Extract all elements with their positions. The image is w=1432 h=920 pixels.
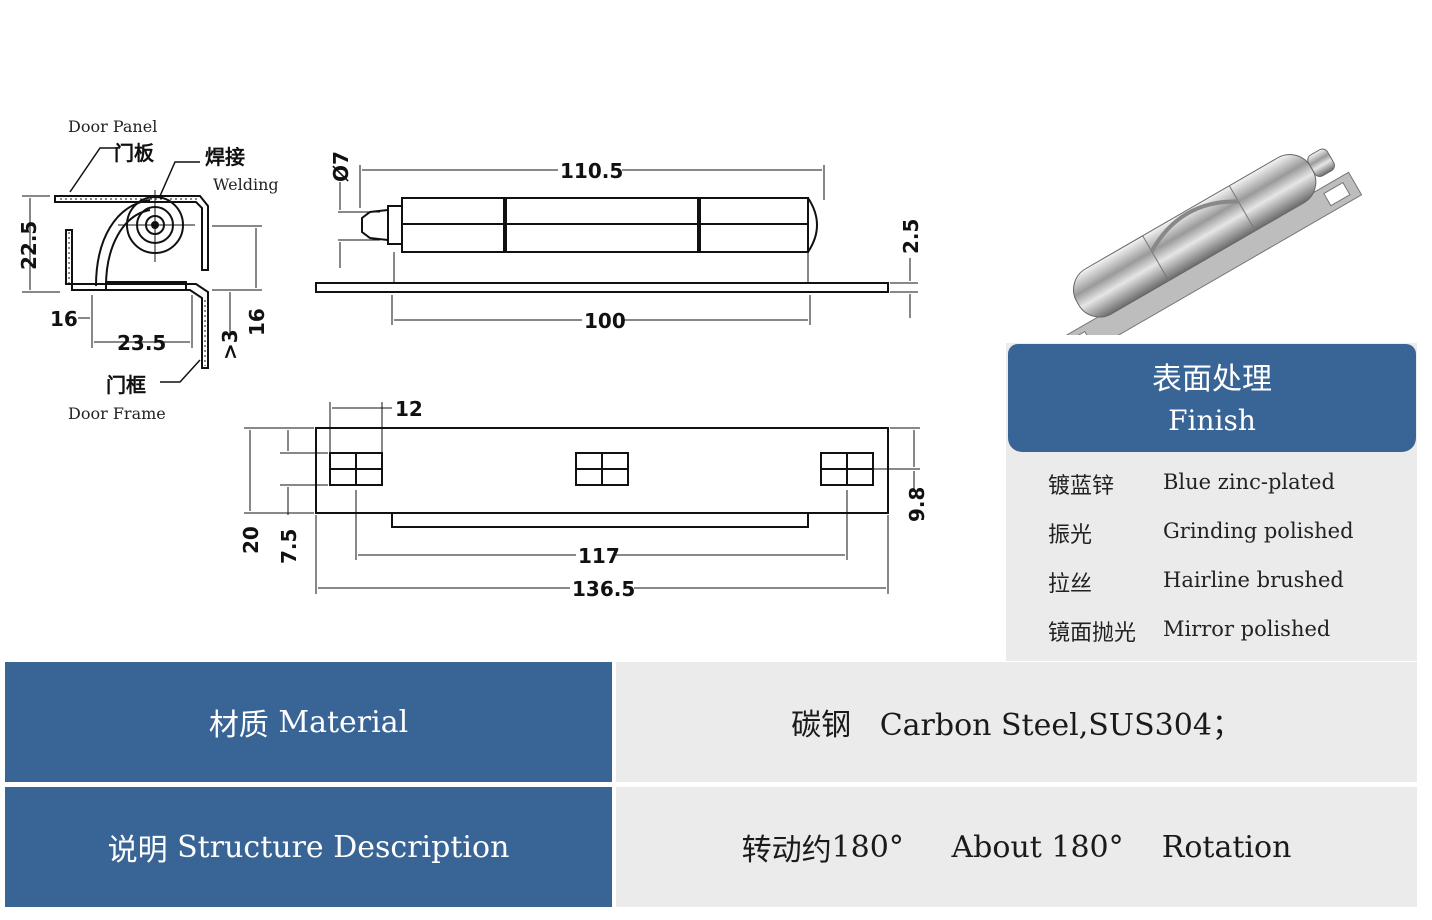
finish-item-en: Hairline brushed (1163, 568, 1344, 592)
technical-drawing: Door Panel 门板 焊接 Welding 门框 Door Frame 2… (17, 117, 929, 601)
finish-item-cn: 振光 (1048, 523, 1093, 548)
material-label-en: Material (268, 704, 409, 740)
dim-front-2-5: 2.5 (899, 219, 923, 254)
finish-item-cn: 拉丝 (1048, 572, 1093, 597)
material-value-en: Carbon Steel,SUS304； (851, 708, 1242, 743)
finish-item-en: Blue zinc-plated (1163, 470, 1335, 494)
dim-front-diameter: Ø7 (329, 151, 353, 182)
finish-item: 振光 Grinding polished (1008, 511, 1416, 551)
material-label-cell: 材质 Material (5, 662, 612, 782)
plan-view-drawing (244, 402, 920, 594)
material-value-cn: 碳钢 (791, 708, 852, 743)
dim-plan-9-8: 9.8 (905, 487, 929, 522)
material-label-cn: 材质 (208, 708, 269, 743)
dim-side-height: 22.5 (17, 221, 41, 270)
dim-side-16-left: 16 (50, 307, 78, 331)
structure-value-cn: 转动约 (741, 833, 832, 868)
finish-item: 拉丝 Hairline brushed (1008, 560, 1416, 600)
finish-item-en: Mirror polished (1163, 617, 1331, 641)
structure-value-en: 180° About 180° Rotation (831, 829, 1292, 865)
structure-label-cell: 说明 Structure Description (5, 787, 612, 907)
finish-title-cn: 表面处理 (1152, 362, 1272, 397)
product-photo (1053, 148, 1363, 335)
dim-side-gt3: >3 (218, 329, 242, 360)
dim-front-100: 100 (584, 309, 626, 333)
finish-item: 镀蓝锌 Blue zinc-plated (1008, 462, 1416, 502)
door-panel-label: Door Panel (68, 117, 157, 136)
dim-side-23-5: 23.5 (117, 331, 166, 355)
finish-header: 表面处理 Finish (1008, 344, 1416, 452)
finish-title-en: Finish (1168, 404, 1256, 437)
welding-cn-label: 焊接 (205, 145, 245, 169)
door-panel-cn-label: 门板 (114, 141, 155, 165)
dim-front-110-5: 110.5 (560, 159, 623, 183)
finish-item-cn: 镀蓝锌 (1048, 474, 1115, 499)
dim-side-16-right: 16 (245, 308, 269, 336)
door-frame-label: Door Frame (68, 404, 166, 423)
structure-value-cell: 转动约 180° About 180° Rotation (616, 787, 1417, 907)
dim-plan-7-5: 7.5 (277, 529, 301, 564)
welding-label: Welding (213, 175, 279, 194)
finish-item-en: Grinding polished (1163, 519, 1354, 543)
structure-label-cn: 说明 (107, 833, 168, 868)
finish-item-cn: 镜面抛光 (1048, 621, 1137, 646)
structure-label-en: Structure Description (167, 829, 510, 865)
material-value-cell: 碳钢 Carbon Steel,SUS304； (616, 662, 1417, 782)
dim-plan-20: 20 (239, 526, 263, 554)
dim-plan-12: 12 (395, 397, 423, 421)
finish-item: 镜面抛光 Mirror polished (1008, 609, 1416, 649)
side-view-drawing (22, 147, 262, 383)
front-view-drawing (315, 165, 918, 325)
door-frame-cn-label: 门框 (106, 373, 146, 397)
dim-plan-136-5: 136.5 (572, 577, 635, 601)
dim-plan-117: 117 (578, 544, 620, 568)
